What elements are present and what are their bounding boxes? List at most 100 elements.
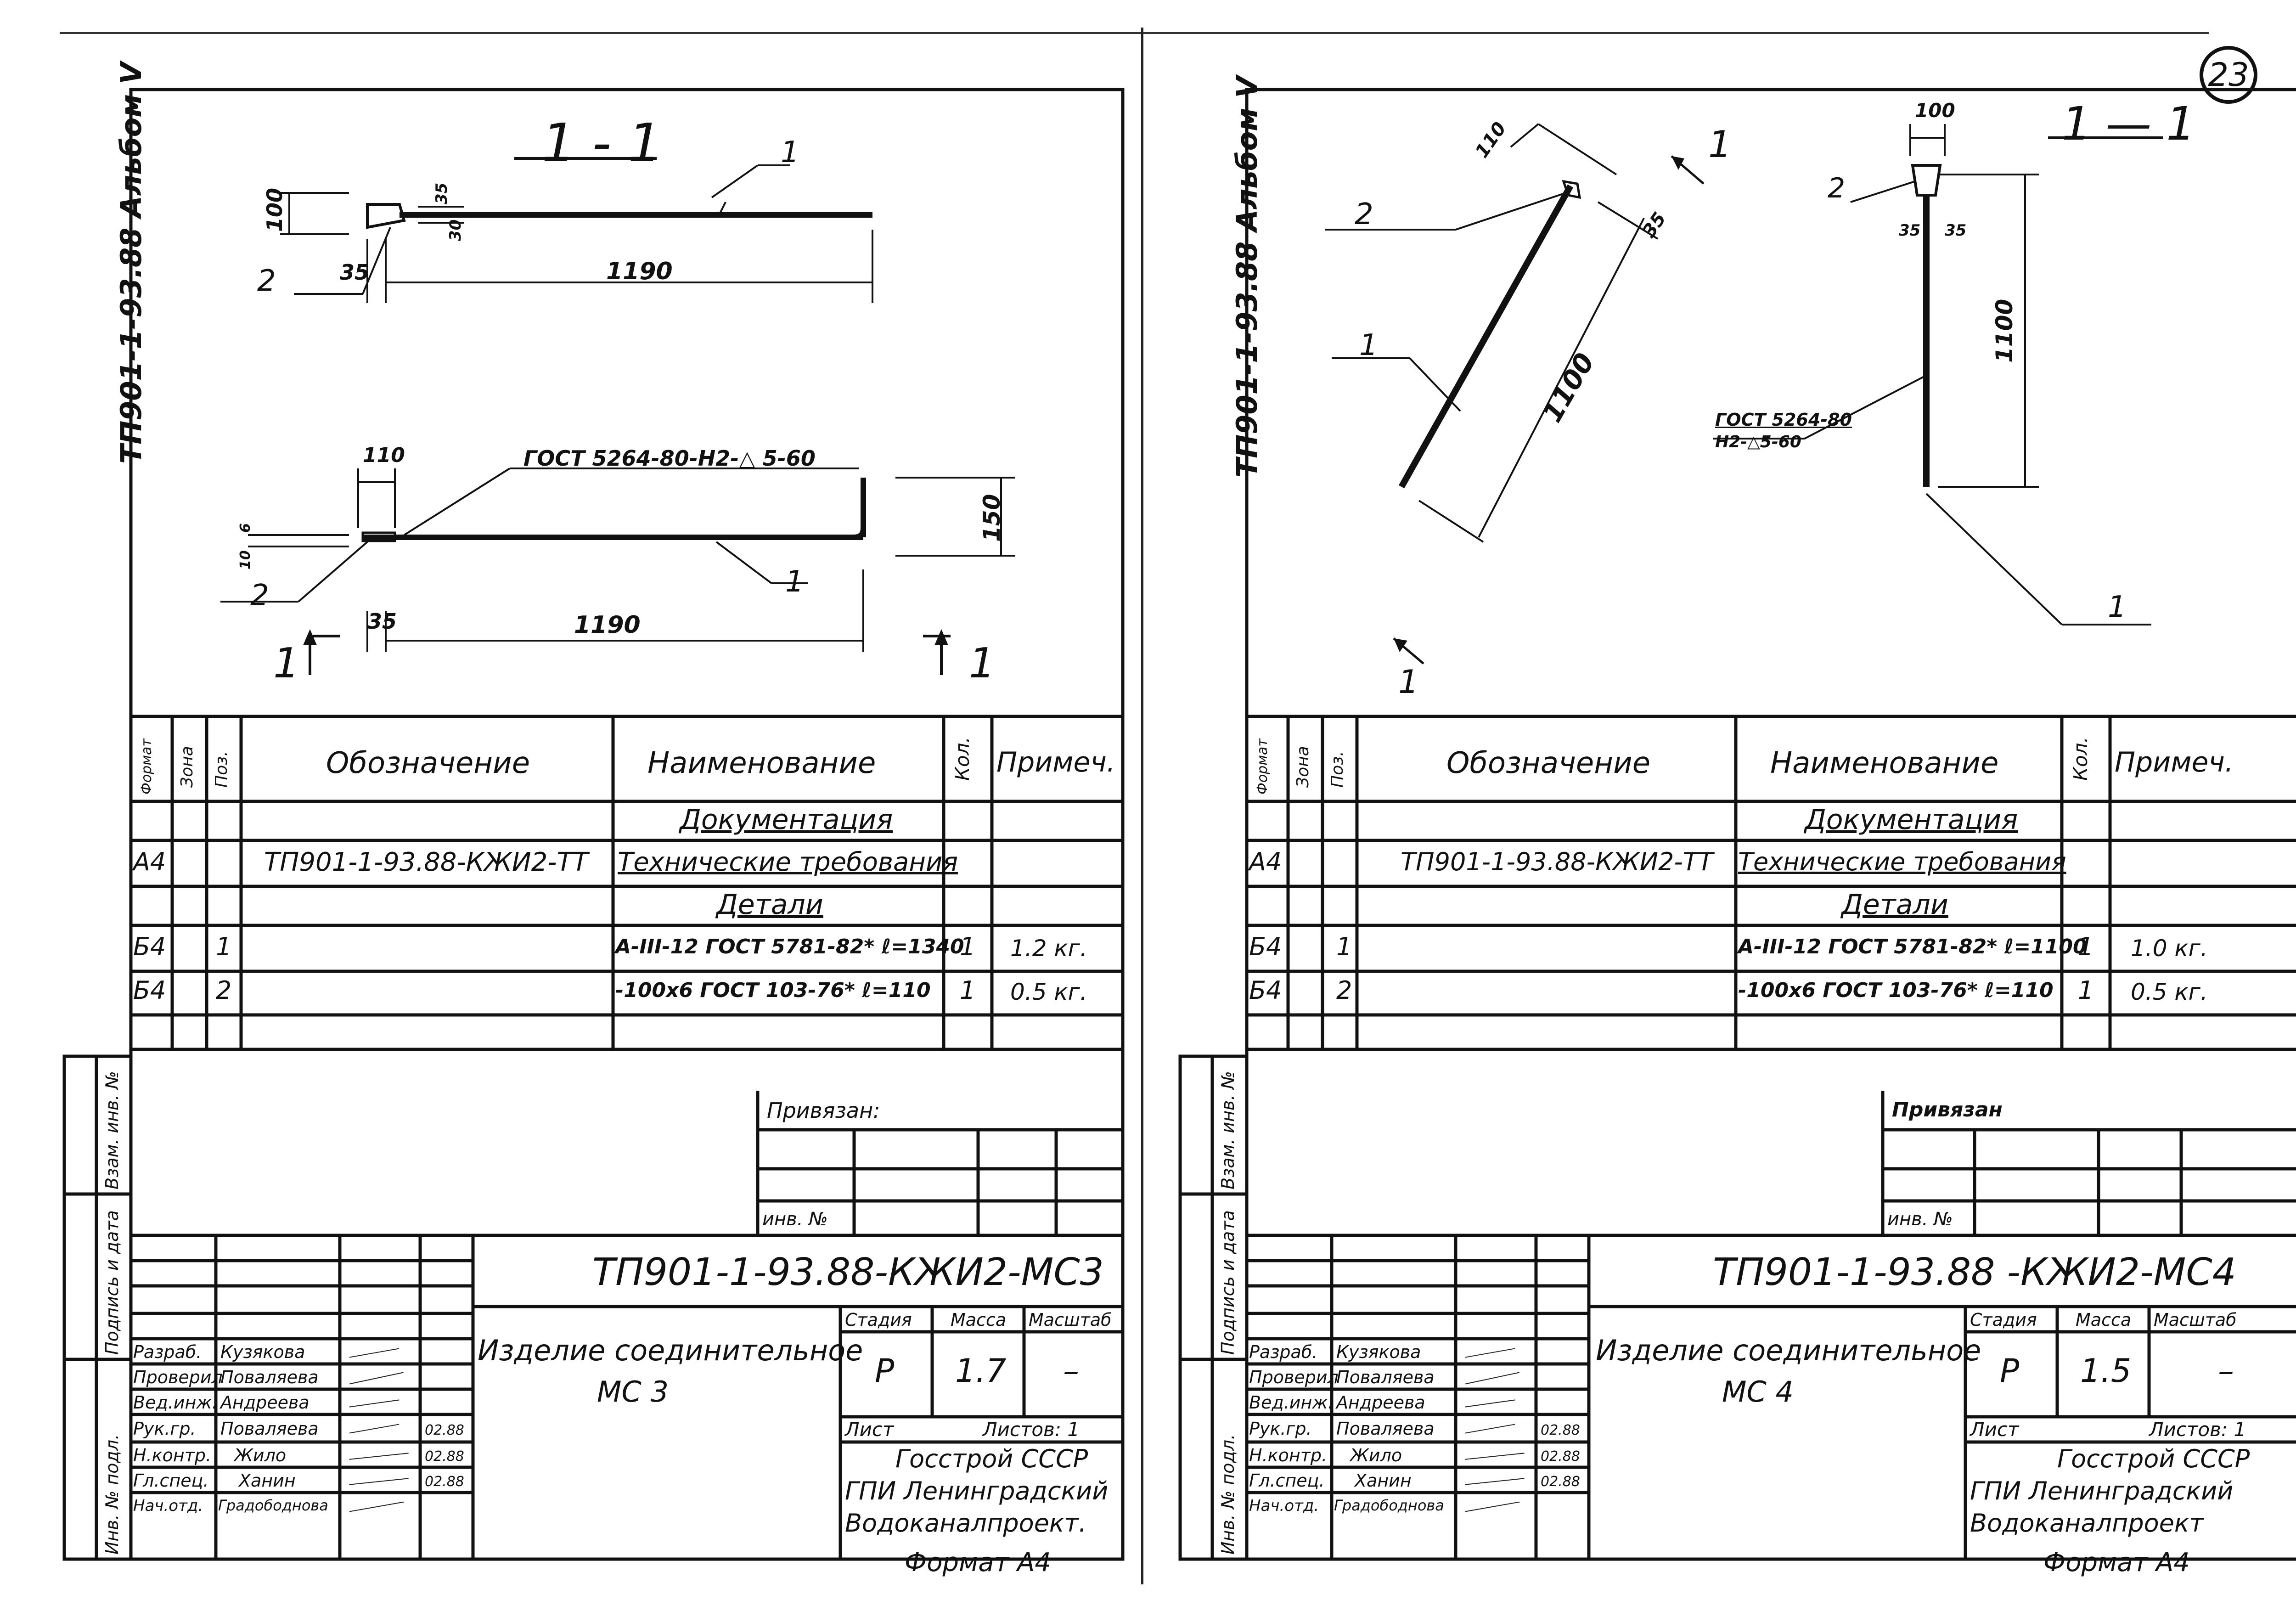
col-pos: Поз. bbox=[212, 751, 231, 788]
person-name: Андреева bbox=[220, 1392, 310, 1413]
row-name: Технические требования bbox=[1738, 847, 2066, 876]
org-line-1: Госстрой СССР bbox=[895, 1444, 1088, 1473]
product-name: Изделие соединительное bbox=[478, 1334, 863, 1367]
mass-label: Масса bbox=[951, 1310, 1007, 1330]
person-name: Градободнова bbox=[1334, 1497, 1444, 1514]
stamp-replace-inv: Взам. инв. № bbox=[102, 1070, 122, 1189]
stamp-replace-inv: Взам. инв. № bbox=[1218, 1070, 1238, 1189]
sheets-count: Листов: 1 bbox=[983, 1418, 1080, 1441]
row-designation: ТП901-1-93.88-КЖИ2-ТТ bbox=[264, 847, 588, 877]
doc-code: ТП901-1-93.88 -КЖИ2-МС4 bbox=[1713, 1251, 2236, 1294]
person-name: Ханин bbox=[1355, 1470, 1412, 1491]
pos-label-1a: 1 bbox=[1359, 328, 1378, 362]
person-date: 02.88 bbox=[425, 1474, 464, 1490]
row-note: 0.5 кг. bbox=[2131, 979, 2208, 1005]
row-note: 1.0 кг. bbox=[2131, 935, 2208, 962]
format-label: Формат А4 bbox=[2043, 1548, 2190, 1577]
pos-label-2b: 2 bbox=[250, 579, 269, 613]
row-name: Технические требования bbox=[618, 847, 958, 877]
mass-value: 1.5 bbox=[2080, 1352, 2132, 1390]
row-name: -100х6 ГОСТ 103-76* ℓ=110 bbox=[1738, 979, 2054, 1002]
dim-thick-2: 10 bbox=[237, 550, 253, 569]
row-name: Документация bbox=[680, 804, 893, 836]
stamp-inv-original: Инв. № подл. bbox=[1218, 1434, 1238, 1555]
top-edge-left bbox=[60, 32, 1141, 34]
sheet-divider bbox=[1141, 28, 1143, 1584]
row-format: А4 bbox=[1249, 847, 1282, 876]
person-name: Кузякова bbox=[1336, 1342, 1421, 1362]
person-name: Поваляева bbox=[1336, 1419, 1435, 1439]
org-line-1: Госстрой СССР bbox=[2057, 1444, 2250, 1473]
row-name: А-III-12 ГОСТ 5781-82* ℓ=1100 bbox=[1738, 935, 2087, 958]
binding-label: Привязан bbox=[1892, 1098, 2003, 1121]
col-designation: Обозначение bbox=[1446, 746, 1651, 780]
person-role: Проверил bbox=[1249, 1367, 1339, 1387]
gost-weld: ГОСТ 5264-80-Н2-△ 5-60 bbox=[523, 446, 816, 471]
dim-section-width: 100 bbox=[1915, 99, 1955, 122]
sheet-mc4: ТП901-1-93.88 Альбом V bbox=[1143, 0, 2296, 1600]
person-role: Рук.гр. bbox=[133, 1419, 196, 1439]
row-pos: 1 bbox=[216, 932, 232, 961]
dim-bend-height: 150 bbox=[979, 494, 1005, 542]
person-name: Поваляева bbox=[220, 1367, 319, 1387]
row-format: Б4 bbox=[133, 976, 166, 1005]
org-line-2: ГПИ Ленинградский bbox=[1970, 1476, 2234, 1505]
dim-pad: 110 bbox=[363, 444, 405, 467]
row-note: 1.2 кг. bbox=[1010, 935, 1087, 962]
col-pos: Поз. bbox=[1328, 751, 1347, 788]
gost-weld-line-2: Н2-△5-60 bbox=[1715, 433, 1801, 451]
pos-label-2a: 2 bbox=[257, 264, 276, 298]
top-edge-right bbox=[1143, 32, 2209, 34]
dim-section-length: 1100 bbox=[1991, 299, 2018, 363]
col-qty: Кол. bbox=[951, 737, 974, 781]
sheets-count: Листов: 1 bbox=[2149, 1418, 2246, 1441]
person-role: Нач.отд. bbox=[133, 1497, 203, 1515]
mass-value: 1.7 bbox=[955, 1352, 1007, 1390]
person-name: Андреева bbox=[1336, 1392, 1425, 1413]
stage-value: Р bbox=[2000, 1352, 2020, 1390]
dim-top-left: 35 bbox=[340, 260, 370, 285]
col-designation: Обозначение bbox=[326, 746, 530, 780]
person-role: Проверил bbox=[133, 1367, 223, 1387]
row-name: Детали bbox=[1841, 889, 1948, 921]
cut-mark-bottom: 1 bbox=[1398, 663, 1419, 701]
inv-label: инв. № bbox=[1887, 1209, 1953, 1230]
col-zone: Зона bbox=[1294, 746, 1312, 788]
org-line-3: Водоканалпроект bbox=[1970, 1509, 2204, 1538]
product-code: МС 4 bbox=[1722, 1375, 1794, 1408]
person-name: Градободнова bbox=[218, 1497, 328, 1514]
col-name: Наименование bbox=[1770, 746, 1999, 780]
dim-bot-left: 35 bbox=[367, 609, 397, 634]
section-title: 1 — 1 bbox=[2062, 97, 2195, 151]
product-name: Изделие соединительное bbox=[1596, 1334, 1981, 1367]
pos-label-1b: 1 bbox=[785, 565, 804, 599]
row-format: Б4 bbox=[133, 932, 166, 961]
row-qty: 1 bbox=[2078, 976, 2094, 1005]
col-format: Формат bbox=[139, 738, 155, 794]
stamp-inv-original: Инв. № подл. bbox=[102, 1434, 122, 1555]
dim-section-a: 35 bbox=[1899, 221, 1921, 240]
row-name: Документация bbox=[1805, 804, 2018, 836]
dim-section-b: 35 bbox=[1945, 221, 1967, 240]
pos-label-2a: 2 bbox=[1355, 197, 1373, 231]
stage-value: Р bbox=[875, 1352, 895, 1390]
person-date: 02.88 bbox=[425, 1448, 464, 1465]
sheet-mc3: ТП901-1-93.88 Альбом V bbox=[0, 0, 1143, 1600]
person-role: Нач.отд. bbox=[1249, 1497, 1319, 1515]
product-code: МС 3 bbox=[597, 1375, 669, 1408]
stamp-sign-date: Подпись и дата bbox=[1218, 1210, 1238, 1355]
stage-label: Стадия bbox=[845, 1310, 912, 1330]
scale-value: – bbox=[1063, 1352, 1079, 1390]
dim-bot-length: 1190 bbox=[574, 611, 641, 639]
person-role: Разраб. bbox=[133, 1342, 202, 1362]
person-name: Поваляева bbox=[220, 1419, 319, 1439]
row-pos: 2 bbox=[1336, 976, 1352, 1005]
sheet-label: Лист bbox=[845, 1418, 894, 1441]
doc-code: ТП901-1-93.88-КЖИ2-МС3 bbox=[592, 1251, 1104, 1294]
person-name: Ханин bbox=[239, 1470, 296, 1491]
row-qty: 1 bbox=[960, 932, 976, 961]
person-date: 02.88 bbox=[1541, 1448, 1580, 1465]
section-title: 1 - 1 bbox=[542, 113, 662, 174]
row-qty: 1 bbox=[2078, 932, 2094, 961]
pos-label-1b: 1 bbox=[2108, 590, 2127, 624]
